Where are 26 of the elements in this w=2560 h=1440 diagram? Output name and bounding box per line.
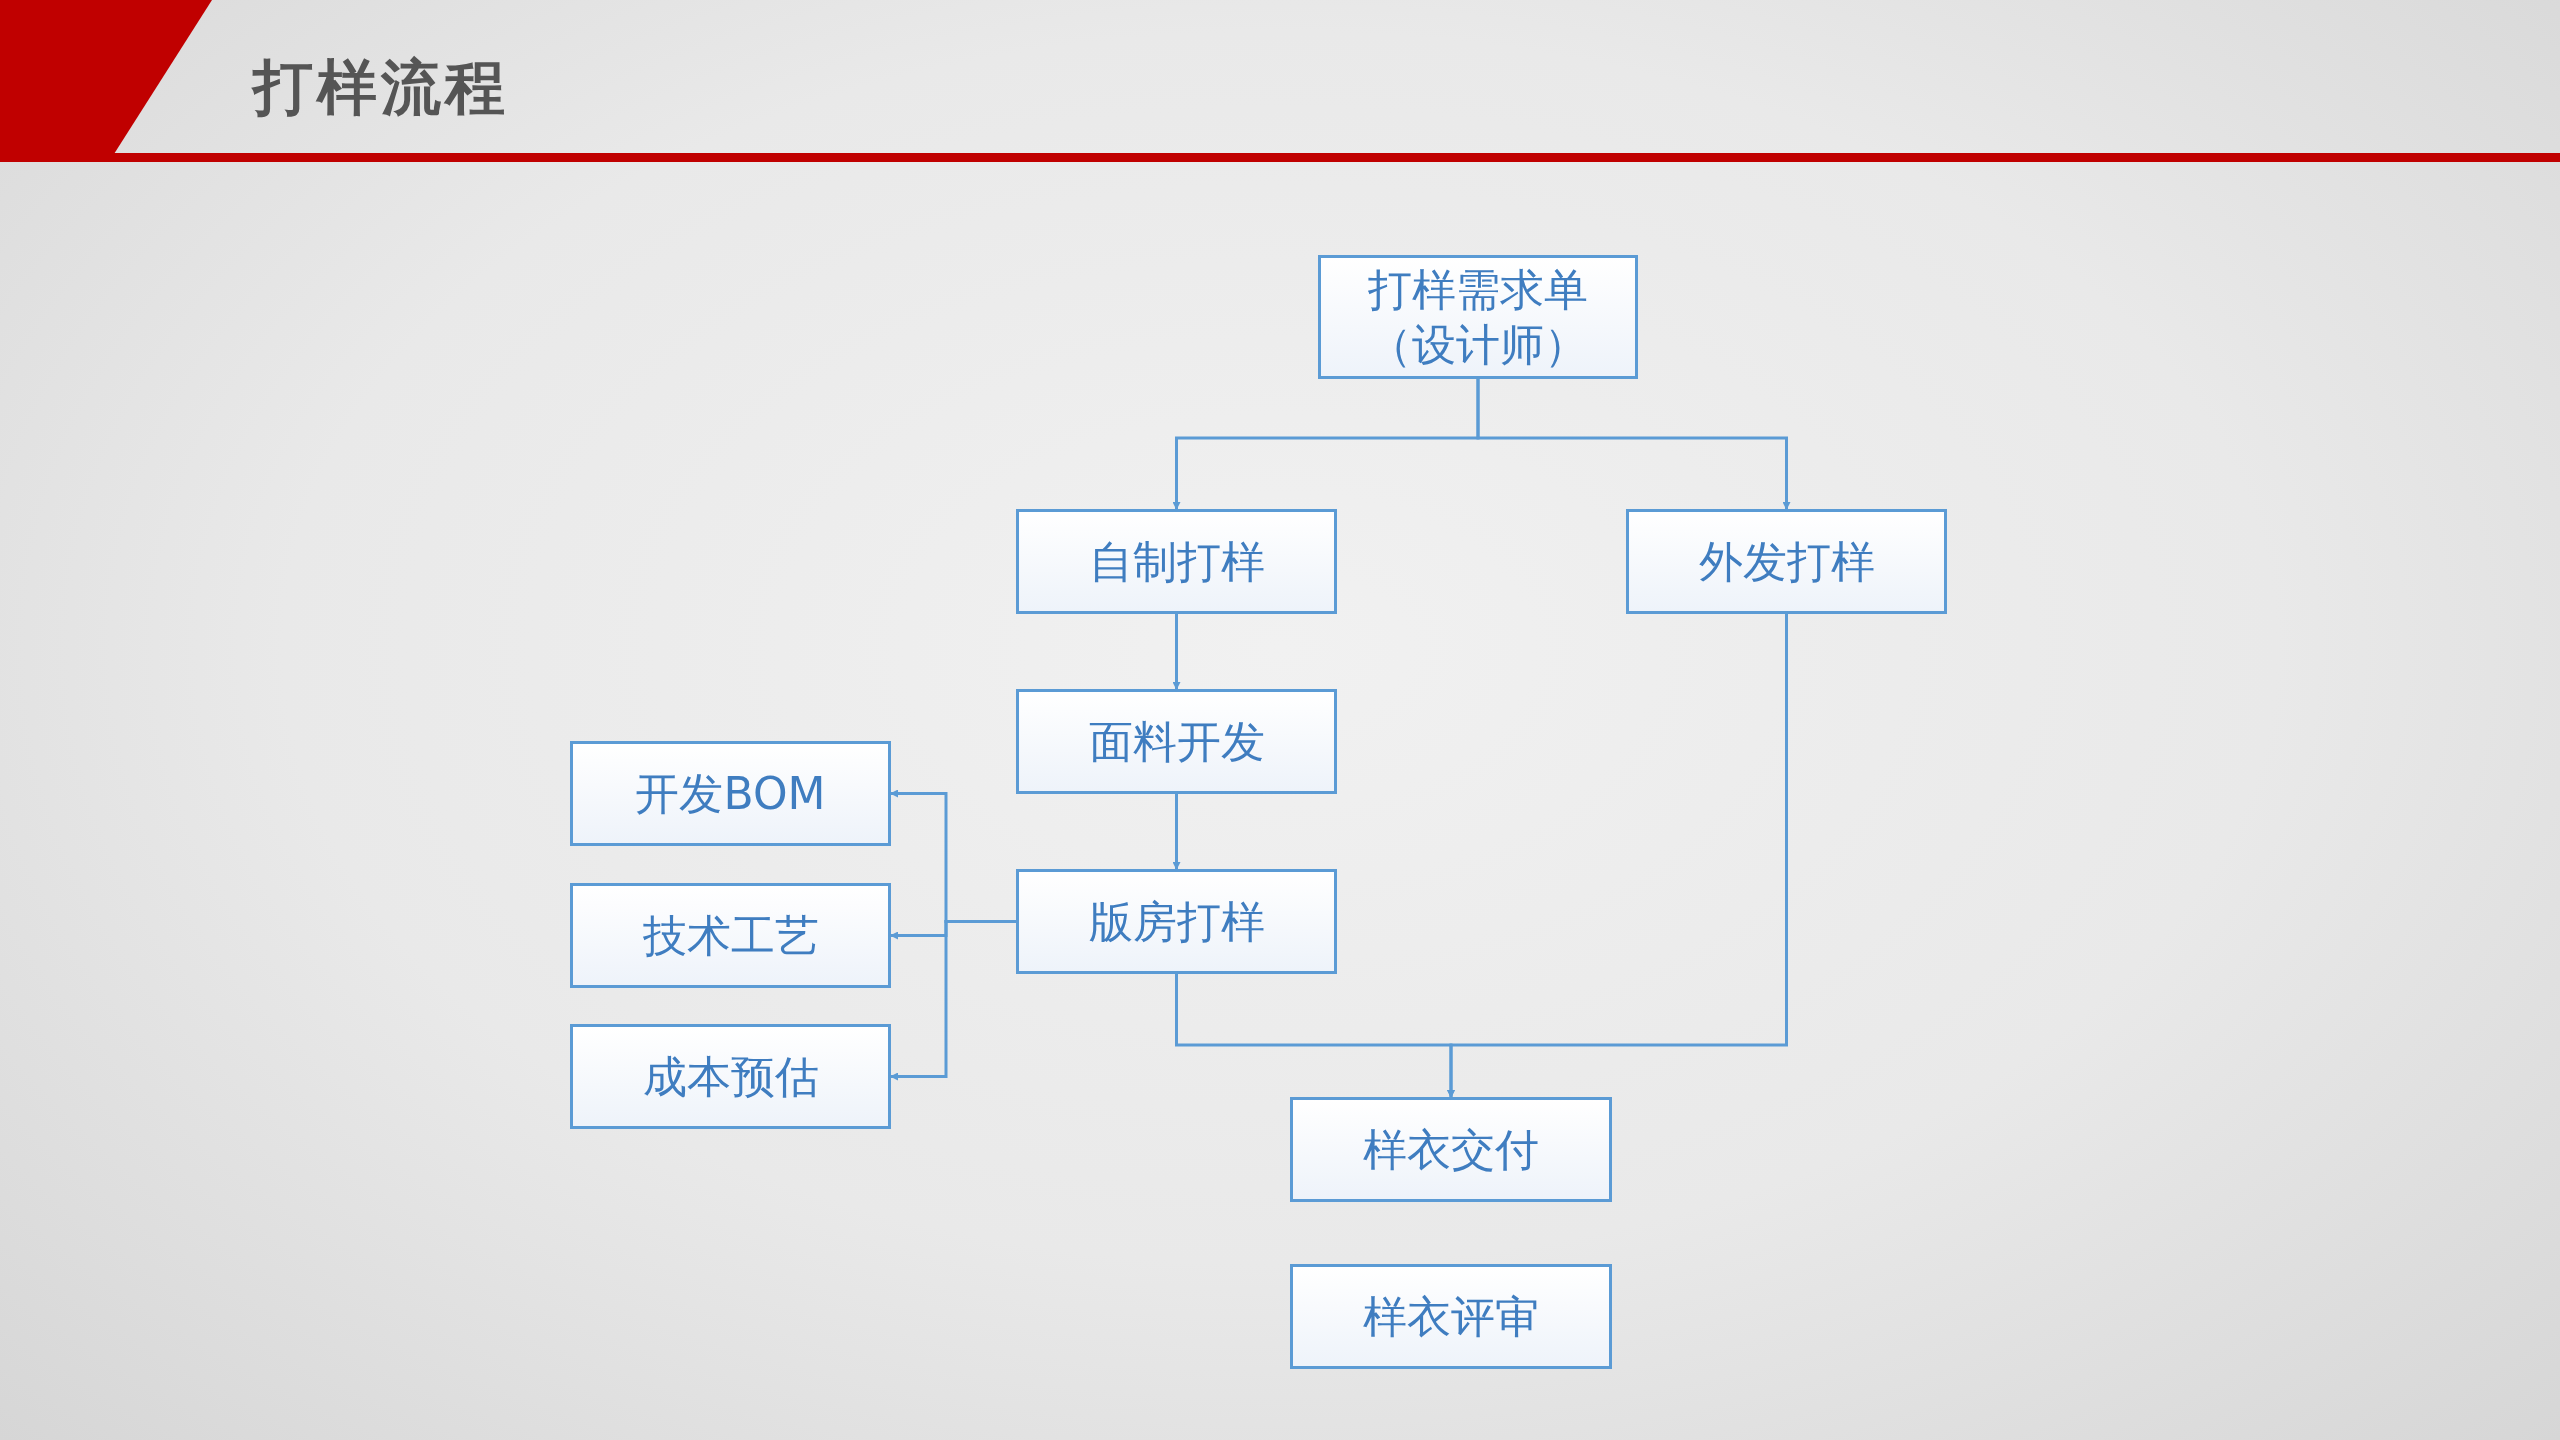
box-label: 样衣交付 [1363,1123,1539,1177]
box-label: 成本预估 [642,1050,819,1104]
box-label: 版房打样 [1088,895,1265,949]
arrow [1476,379,1791,510]
process-box [570,883,891,988]
process-box [570,1024,891,1129]
arrow [1172,614,1181,690]
box-label: 技术工艺 [642,909,819,963]
process-box [1290,1097,1612,1202]
process-box [1016,869,1337,974]
process-box [1318,255,1638,379]
box-label: 面料开发 [1088,715,1265,769]
box-label: 开发BOM [635,767,826,821]
box-label: 打样需求单（设计师） [1367,263,1589,372]
box-label: 自制打样 [1088,535,1265,589]
process-box [570,741,891,846]
process-box [1016,689,1337,794]
arrow [1172,794,1181,870]
arrow [1447,614,1788,1098]
box-label: 样衣评审 [1363,1290,1539,1344]
box-label: 外发打样 [1698,535,1875,589]
process-box [1016,509,1337,614]
arrow [890,920,1016,1081]
process-box [1290,1264,1612,1369]
process-box [1626,509,1947,614]
page-title: 打样流程 [253,51,509,124]
